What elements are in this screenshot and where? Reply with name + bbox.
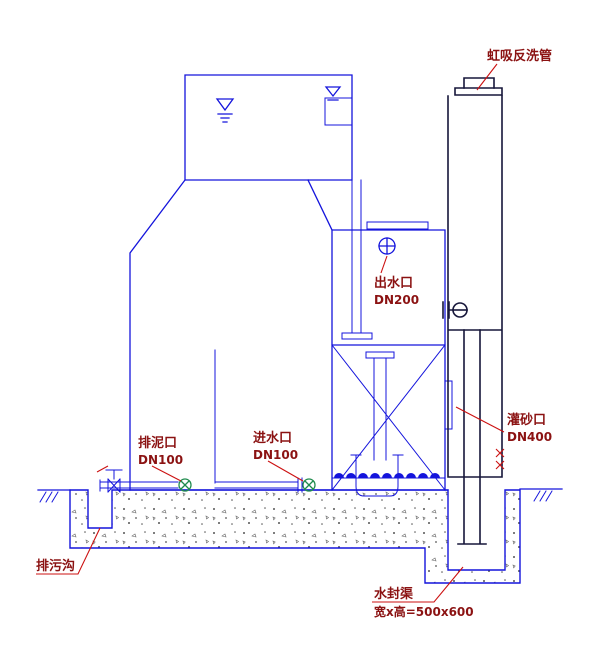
inlet-valve-icon [302,478,316,492]
distribution-flange [365,351,395,359]
filter-nozzles [334,473,440,478]
labels: 虹吸反洗管 出水口 DN200 排泥口 DN100 进水口 DN100 灌砂口 … [36,48,552,619]
label-sand-fill: 灌砂口 [507,412,546,428]
label-sludge-drain: 排泥口 [138,435,177,451]
siphon-stub [463,77,495,89]
underdrain-u-pipe [350,454,404,497]
label-water-seal-size: 宽x高=500x600 [373,604,474,619]
ground-lines [37,488,563,503]
label-sludge-drain-size: DN100 [138,453,183,467]
water-level-icon [215,86,342,123]
valve-handle [96,465,109,473]
label-drain-ditch: 排污沟 [36,558,75,574]
concrete-base [69,489,521,584]
siphon-drum [447,95,503,478]
leader-lines [36,63,505,603]
cross-bracing [331,344,446,491]
filter-chamber [331,229,446,491]
siphon-assembly [442,77,503,545]
sludge-pipe [99,479,179,492]
gate-valve-icon [105,469,123,493]
distribution-pipe [373,357,387,461]
siphon-top-flange [454,87,503,96]
siphon-downpipe [457,329,487,545]
top-tank [184,74,353,181]
label-siphon-backwash-pipe: 虹吸反洗管 [487,48,552,64]
top-flange [366,221,429,230]
sludge-valve-icon [178,478,192,492]
inlet-pipe [214,477,303,493]
tank-right-slope [307,179,333,231]
siphon-valve-icon [442,301,468,319]
label-inlet-size: DN100 [253,448,298,462]
riser-flange [341,332,373,340]
weir-step [324,97,353,126]
pipe-end-valves [178,478,316,492]
ground-hatch-right [533,490,553,502]
label-sand-fill-size: DN400 [507,430,552,444]
leader-inlet [267,460,304,482]
air-valve-icons [495,448,505,470]
leader-drain-ditch [36,527,101,575]
outlet-valve-icon [378,237,396,255]
tank-left-wall [129,179,186,491]
leader-sand-fill [455,406,505,433]
foundation [37,488,563,584]
leader-water-seal [372,566,464,603]
label-inlet: 进水口 [253,430,292,446]
label-water-seal: 水封渠 [374,586,414,602]
leader-siphon [476,63,498,91]
ground-hatch-left [39,491,59,503]
label-outlet: 出水口 [374,275,413,291]
riser-pipe [351,179,362,334]
leader-sludge [151,465,182,482]
label-outlet-size: DN200 [374,293,419,307]
leader-outlet [380,255,388,274]
